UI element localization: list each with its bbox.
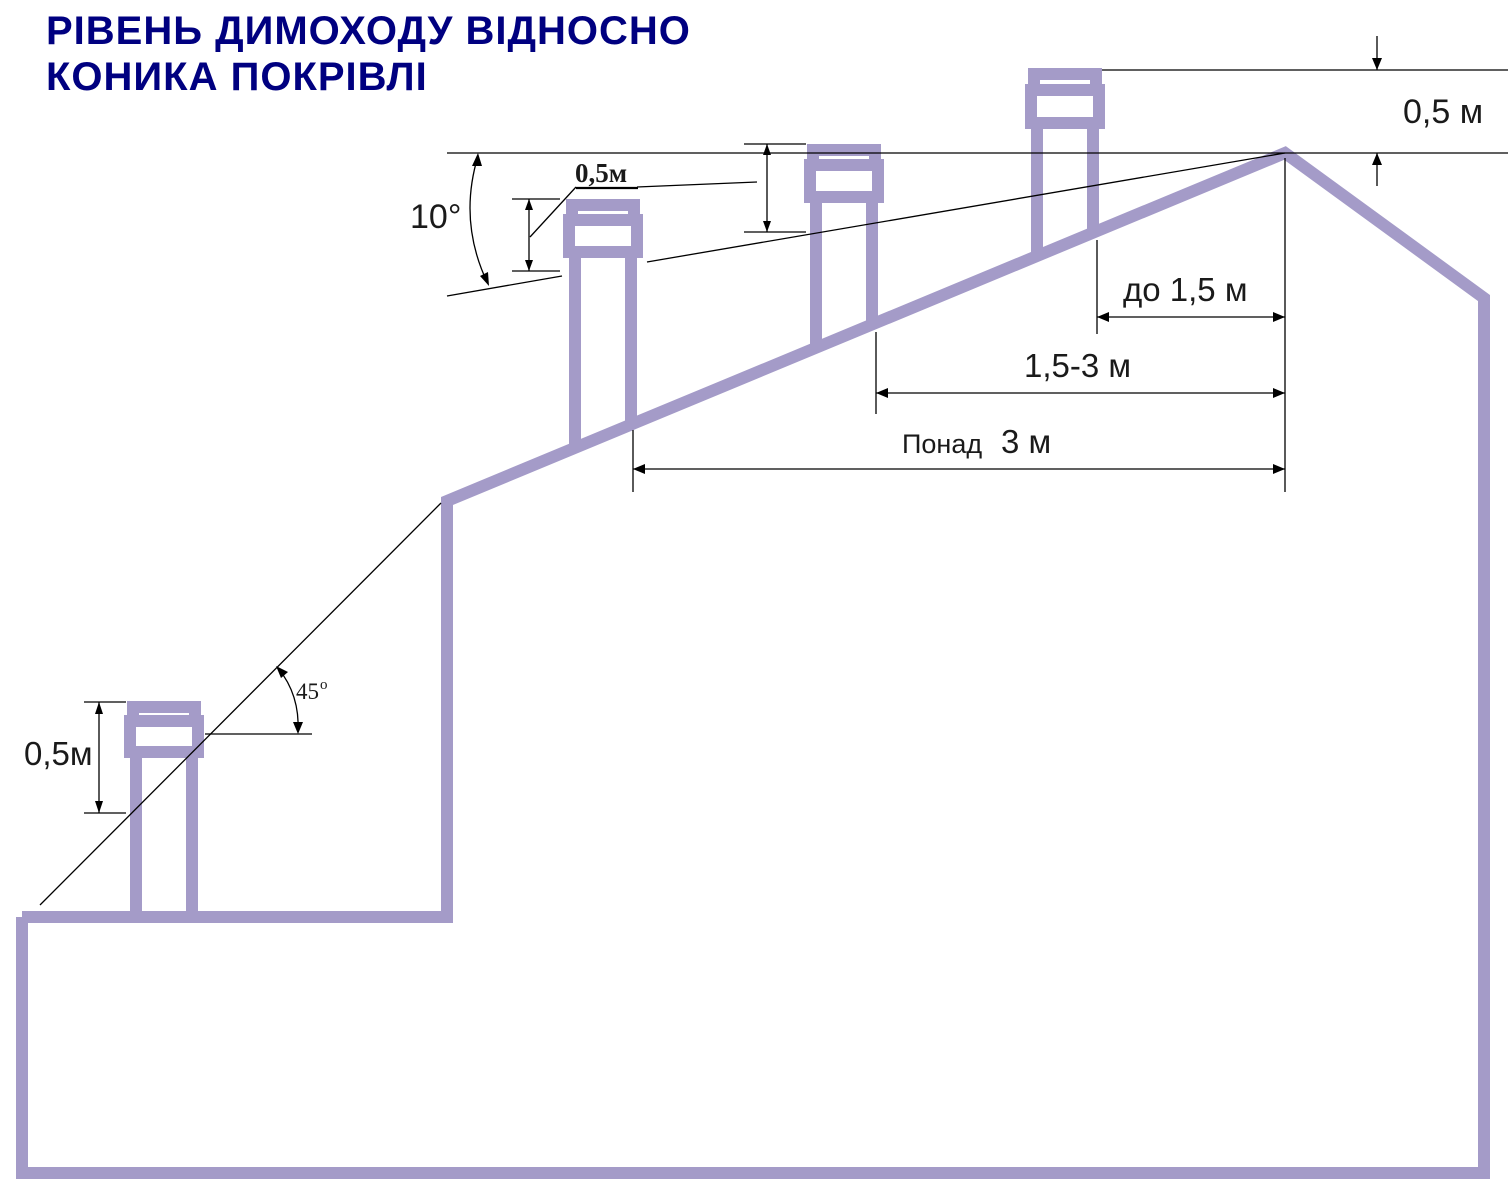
label-over-prefix: Понад [902,429,982,459]
label-mid: 1,5-3 м [1024,347,1131,384]
label-low-chimney: 0,5м [24,735,93,772]
dim-mid: 1,5-3 м [875,332,1285,414]
ten-degree-line-left [446,275,563,297]
dim-low-chimney: 0,5м [24,701,126,814]
dim-above-ridge: 0,5 м [1372,36,1483,186]
angle-10: 10° [410,153,489,286]
label-above-ridge: 0,5 м [1403,93,1483,131]
label-up-to: до 1,5 м [1123,271,1248,308]
dim-vertical-mid: 0,5м [575,143,806,233]
label-angle-45: 45 [296,679,319,704]
dim-up-to: до 1,5 м [1096,158,1286,492]
chimney-far [563,199,643,446]
chimney-mid [804,144,884,346]
chimney-low [124,701,204,917]
dim-over: Понад 3 м [632,423,1285,492]
angle-45: 45 o [276,666,328,734]
label-angle-45-degree: o [320,677,328,693]
reference-lines [39,69,1508,906]
diagram-title: РІВЕНЬ ДИМОХОДУ ВІДНОСНО КОНИКА ПОКРІВЛІ [46,8,691,100]
label-chimney3-height: 0,5м [575,158,627,188]
building-outline [16,146,1490,1179]
title-line-1: РІВЕНЬ ДИМОХОДУ ВІДНОСНО [46,9,691,53]
dim-vertical-far [512,198,560,272]
leader-line [529,186,577,238]
chimney-near [1025,68,1105,254]
forty-five-degree-line [39,502,442,906]
title-line-2: КОНИКА ПОКРІВЛІ [46,55,428,99]
label-angle-10: 10° [410,198,461,236]
building-lower-block [16,146,1490,1179]
ten-degree-line-right [646,152,1286,263]
leader-line-2 [636,181,758,188]
label-over-value: 3 м [1001,423,1051,460]
